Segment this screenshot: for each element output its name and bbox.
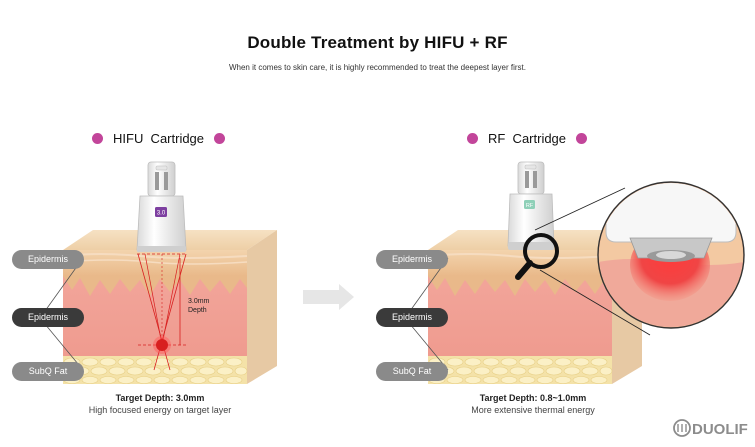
layer-label-epidermis-mid: Epidermis	[12, 308, 84, 327]
hifu-focus-beams	[137, 253, 187, 371]
hifu-cartridge-label: 3.0	[157, 211, 166, 217]
layer-label-subq-fat: SubQ Fat	[376, 362, 448, 381]
rf-cartridge-label: RF	[526, 203, 534, 209]
page-title: Double Treatment by HIFU + RF	[247, 33, 508, 52]
hifu-heading-label: HIFU Cartridge	[113, 131, 205, 146]
hifu-heading: HIFU Cartridge	[92, 131, 226, 146]
depth-unit-label: Depth	[188, 307, 207, 314]
hifu-skin-block	[62, 230, 277, 384]
depth-label: 3.0mm	[188, 298, 210, 305]
arrow-right-icon	[303, 284, 354, 310]
rf-heading: RF Cartridge	[467, 131, 588, 146]
layer-label-subq-fat: SubQ Fat	[12, 362, 84, 381]
layer-label-epidermis-top: Epidermis	[376, 250, 448, 269]
magnifier-icon	[515, 233, 559, 280]
hifu-target-depth: Target Depth: 3.0mm	[115, 393, 205, 403]
layer-label-epidermis-mid: Epidermis	[376, 308, 448, 327]
bullet-dot-icon	[576, 133, 588, 144]
rf-heading-label: RF Cartridge	[488, 131, 567, 146]
bullet-dot-icon	[92, 133, 103, 144]
bullet-dot-icon	[467, 133, 478, 144]
layer-label-epidermis-top: Epidermis	[12, 250, 84, 269]
hifu-cartridge	[136, 161, 187, 252]
zoom-callout-lines	[534, 187, 651, 336]
rf-zoom-circle	[597, 181, 745, 329]
rf-cartridge	[507, 161, 555, 250]
focal-point	[156, 339, 168, 351]
rf-caption: More extensive thermal energy	[471, 405, 595, 415]
rf-target-depth: Target Depth: 0.8~1.0mm	[479, 393, 587, 403]
hifu-caption: High focused energy on target layer	[88, 405, 232, 415]
brand-name: DUOLIF	[692, 421, 748, 438]
duolif-logo-mark	[673, 419, 691, 437]
bullet-dot-icon	[214, 133, 226, 144]
page-subtitle: When it comes to skin care, it is highly…	[228, 63, 527, 72]
